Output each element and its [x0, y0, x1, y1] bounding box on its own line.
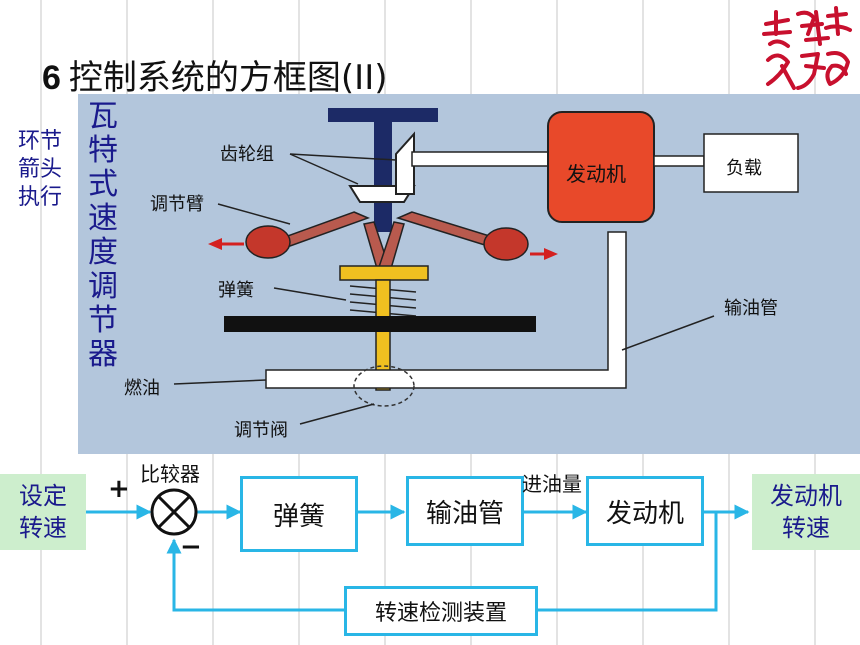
vertical-title-char: 速 — [88, 201, 118, 236]
annotation-line: 箭头 — [18, 157, 63, 182]
block-spring: 弹簧 — [240, 476, 358, 552]
comparator-symbol — [150, 488, 198, 536]
label-arm: 调节臂 — [150, 194, 204, 215]
plus-sign: + — [108, 474, 130, 504]
label-valve: 调节阀 — [234, 420, 288, 441]
label-engine: 发动机 — [566, 162, 626, 186]
governor-illustration: 齿轮组 调节臂 弹簧 燃油 调节阀 发动机 负载 输油管 — [78, 94, 860, 454]
input-line: 转速 — [19, 514, 67, 542]
vertical-title-char: 特 — [88, 133, 118, 168]
label-load: 负载 — [726, 158, 762, 179]
input-set-speed: 设定转速 — [0, 474, 86, 550]
annotation-line: 执行 — [18, 185, 63, 210]
label-pipe: 输油管 — [724, 298, 778, 319]
governor-drawing — [173, 108, 799, 425]
vertical-title-char: 器 — [88, 337, 118, 372]
vertical-title-char: 度 — [88, 235, 118, 270]
label-fuel: 燃油 — [124, 378, 160, 399]
vertical-title-char: 瓦 — [88, 99, 118, 134]
label-gear: 齿轮组 — [220, 144, 274, 165]
title-number: 6 — [42, 59, 61, 97]
output-engine-speed: 发动机转速 — [752, 474, 860, 550]
block-oil-pipe: 输油管 — [406, 476, 524, 546]
vertical-title: 瓦 特 式 速 度 调 节 器 — [86, 100, 120, 372]
minus-sign: − — [180, 532, 202, 562]
calligraphy-logo — [762, 6, 852, 90]
title-text: 控制系统的方框图(II) — [68, 58, 388, 98]
output-line: 转速 — [782, 514, 830, 542]
annotation-line: 环节 — [18, 129, 63, 154]
label-spring: 弹簧 — [218, 280, 254, 301]
block-speed-sensor: 转速检测装置 — [344, 586, 538, 636]
vertical-title-char: 节 — [88, 303, 118, 338]
annotation-text: 环节 箭头 执行 — [18, 128, 78, 212]
output-line: 发动机 — [770, 482, 842, 510]
input-line: 设定 — [19, 482, 67, 510]
fuel-amount-label: 进油量 — [522, 472, 582, 496]
vertical-title-char: 调 — [88, 269, 118, 304]
block-engine: 发动机 — [586, 476, 704, 546]
vertical-title-char: 式 — [88, 167, 118, 202]
comparator-label: 比较器 — [140, 462, 200, 486]
